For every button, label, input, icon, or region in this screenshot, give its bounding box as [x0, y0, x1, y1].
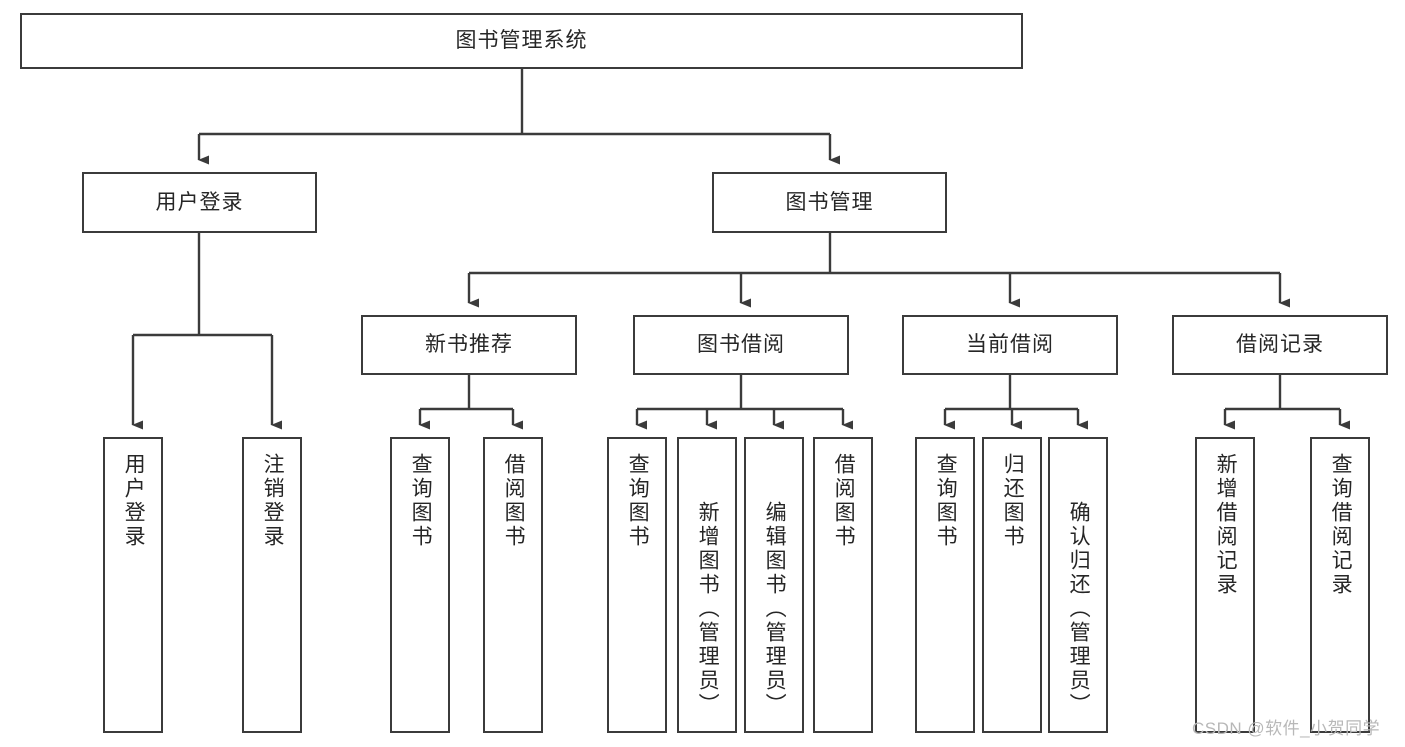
node-label: 借阅图书 [502, 453, 526, 549]
node-label: 图书管理系统 [455, 29, 588, 53]
node-leaf-new-2[interactable]: 借阅图书 [483, 437, 543, 733]
node-label: 新增借阅记录 [1214, 453, 1238, 597]
node-newbook[interactable]: 新书推荐 [361, 315, 577, 375]
node-leaf-borrow-1[interactable]: 查询图书 [607, 437, 667, 733]
node-leaf-cur-3[interactable]: 确认归还（管理员） [1048, 437, 1108, 733]
node-label: 图书管理 [785, 190, 874, 214]
node-label: 注销登录 [261, 453, 285, 549]
node-label: 借阅图书 [832, 453, 856, 549]
node-leaf-borrow-4[interactable]: 借阅图书 [813, 437, 873, 733]
node-label: 编辑图书（管理员） [763, 501, 787, 717]
node-label: 用户登录 [155, 190, 244, 214]
node-leaf-cur-1[interactable]: 查询图书 [915, 437, 975, 733]
node-label: 归还图书 [1001, 453, 1025, 549]
node-leaf-rec-1[interactable]: 新增借阅记录 [1195, 437, 1255, 733]
node-leaf-rec-2[interactable]: 查询借阅记录 [1310, 437, 1370, 733]
node-label: 查询图书 [934, 453, 958, 549]
node-label: 图书借阅 [697, 333, 785, 357]
node-leaf-borrow-2[interactable]: 新增图书（管理员） [677, 437, 737, 733]
node-label: 借阅记录 [1236, 333, 1324, 357]
node-current[interactable]: 当前借阅 [902, 315, 1118, 375]
node-label: 查询借阅记录 [1329, 453, 1353, 597]
node-label: 新书推荐 [425, 333, 513, 357]
node-leaf-cur-2[interactable]: 归还图书 [982, 437, 1042, 733]
node-label: 查询图书 [409, 453, 433, 549]
node-label: 新增图书（管理员） [696, 501, 720, 717]
node-leaf-login-1[interactable]: 用户登录 [103, 437, 163, 733]
node-borrow[interactable]: 图书借阅 [633, 315, 849, 375]
node-bookmgmt[interactable]: 图书管理 [712, 172, 947, 233]
node-leaf-login-2[interactable]: 注销登录 [242, 437, 302, 733]
node-leaf-borrow-3[interactable]: 编辑图书（管理员） [744, 437, 804, 733]
watermark: CSDN @软件_小贺同学 [1192, 719, 1381, 738]
node-root[interactable]: 图书管理系统 [20, 13, 1023, 69]
node-records[interactable]: 借阅记录 [1172, 315, 1388, 375]
node-leaf-new-1[interactable]: 查询图书 [390, 437, 450, 733]
node-label: 查询图书 [626, 453, 650, 549]
node-label: 确认归还（管理员） [1067, 501, 1091, 717]
edges [131, 69, 1350, 430]
node-label: 用户登录 [122, 453, 146, 549]
node-label: 当前借阅 [966, 333, 1054, 357]
node-login[interactable]: 用户登录 [82, 172, 317, 233]
